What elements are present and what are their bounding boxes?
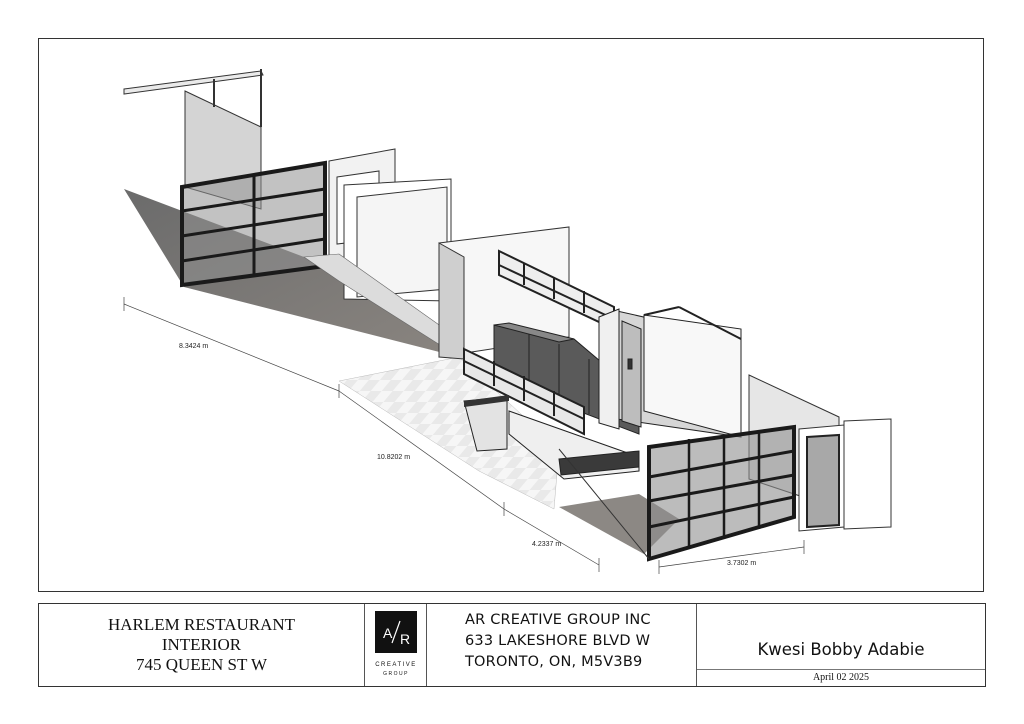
company-logo: A R CREATIVE GROUP	[375, 611, 417, 677]
isometric-floor-plan: 8.3424 m 10.8202 m 4.2337 m 3.7302 m	[123, 69, 892, 574]
drawing-date: April 02 2025	[697, 669, 985, 688]
company-address: AR CREATIVE GROUP INC 633 LAKESHORE BLVD…	[427, 604, 697, 686]
tiled-floor	[338, 356, 560, 510]
signature-cell: Kwesi Bobby Adabie April 02 2025	[697, 604, 985, 686]
logo-line2: GROUP	[383, 671, 409, 677]
title-block: HARLEM RESTAURANT INTERIOR 745 QUEEN ST …	[38, 603, 986, 687]
logo-cell: A R CREATIVE GROUP	[365, 604, 427, 686]
project-line: INTERIOR	[161, 635, 242, 654]
dimension-lines	[123, 297, 805, 574]
project-line: 745 QUEEN ST W	[135, 655, 268, 674]
project-title: HARLEM RESTAURANT INTERIOR 745 QUEEN ST …	[39, 604, 365, 686]
garage-door-rear	[647, 424, 796, 562]
designer-name: Kwesi Bobby Adabie	[757, 640, 925, 659]
logo-line1: CREATIVE	[375, 662, 417, 668]
project-line: HARLEM RESTAURANT	[107, 615, 296, 634]
dimension-label: 4.2337 m	[532, 541, 561, 548]
company-line: 633 LAKESHORE BLVD W	[465, 633, 651, 649]
logo-mark: A	[383, 625, 393, 641]
company-line: TORONTO, ON, M5V3B9	[465, 654, 643, 670]
svg-text:R: R	[400, 631, 410, 647]
rear-door	[806, 433, 840, 529]
front-counter	[463, 347, 585, 436]
dimension-label: 10.8202 m	[377, 454, 410, 461]
company-line: AR CREATIVE GROUP INC	[465, 612, 651, 628]
walk-in-cooler	[598, 306, 742, 438]
drawing-frame: 8.3424 m 10.8202 m 4.2337 m 3.7302 m	[38, 38, 984, 592]
dimension-label: 3.7302 m	[727, 560, 756, 567]
dimension-label: 8.3424 m	[179, 343, 208, 350]
